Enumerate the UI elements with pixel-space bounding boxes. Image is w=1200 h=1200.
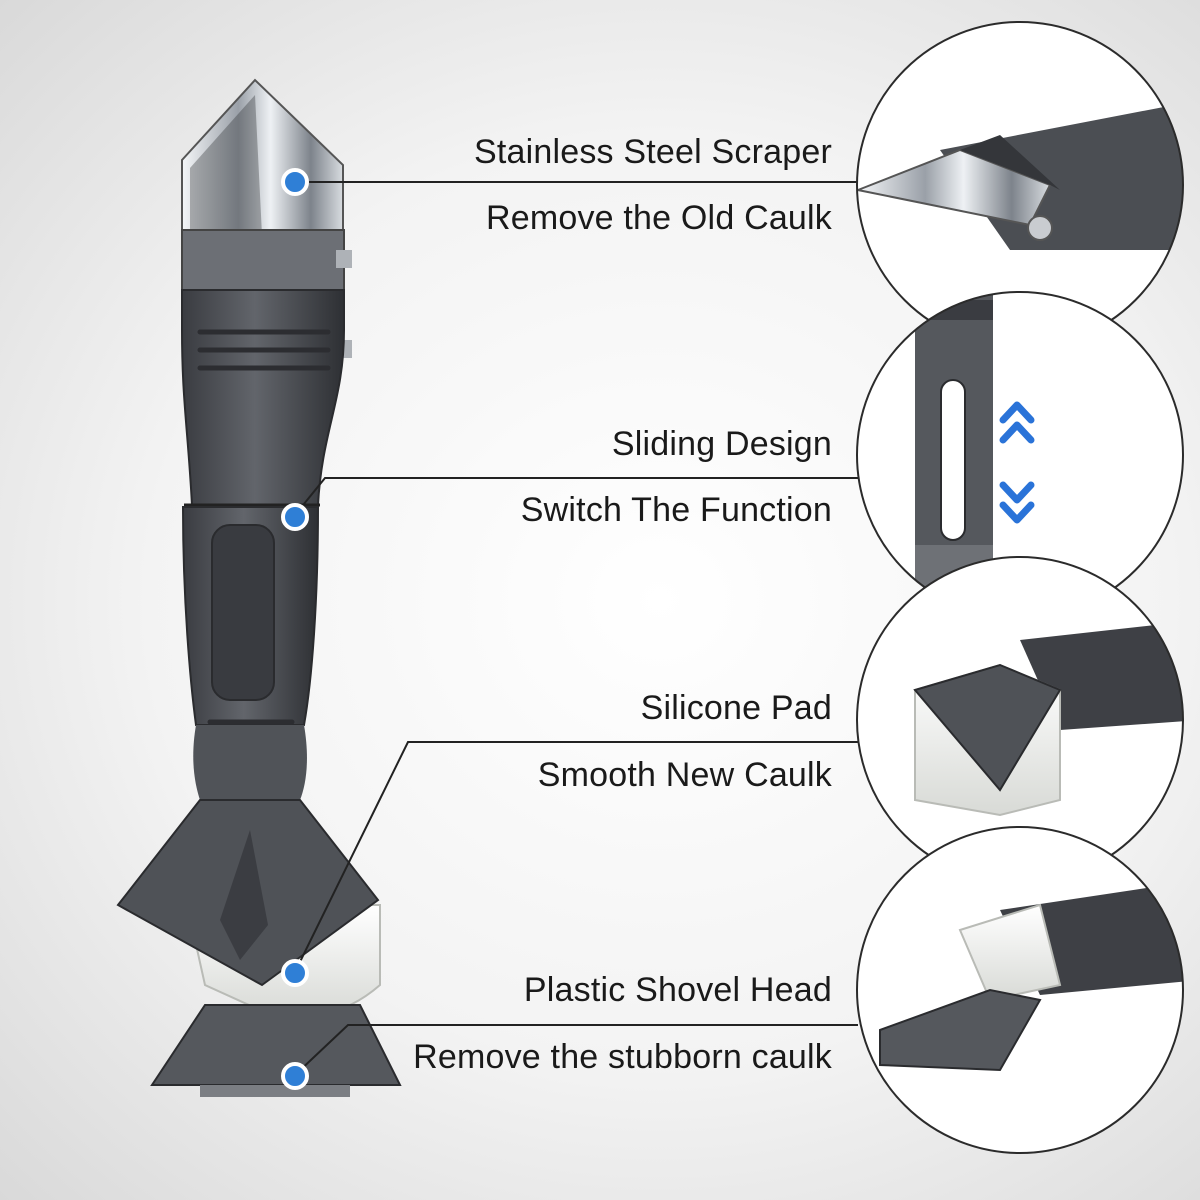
blade-collar bbox=[181, 229, 345, 291]
upper-handle bbox=[181, 289, 345, 506]
feature-subtitle-shovel: Remove the stubborn caulk bbox=[413, 1038, 832, 1076]
detail-circle-shovel bbox=[856, 826, 1184, 1154]
feature-title-sliding: Sliding Design bbox=[611, 425, 832, 463]
feature-subtitle-sliding: Switch The Function bbox=[520, 491, 832, 529]
feature-title-silicone: Silicone Pad bbox=[640, 689, 832, 727]
slide-arrows-icon bbox=[999, 401, 1035, 524]
feature-subtitle-scraper: Remove the Old Caulk bbox=[485, 199, 832, 237]
plastic-shovel-head bbox=[150, 1004, 402, 1086]
caulk-tool bbox=[116, 78, 402, 1097]
detail-circle-scraper bbox=[856, 21, 1184, 349]
feature-subtitle-silicone: Smooth New Caulk bbox=[537, 756, 832, 794]
feature-title-scraper: Stainless Steel Scraper bbox=[474, 133, 832, 171]
marker-dots bbox=[281, 168, 309, 1090]
marker-dot-icon bbox=[281, 959, 309, 987]
marker-dot-icon bbox=[281, 168, 309, 196]
marker-dot-icon bbox=[281, 503, 309, 531]
marker-dot-icon bbox=[281, 1062, 309, 1090]
leader-lines bbox=[294, 181, 858, 1076]
detail-circle-pad bbox=[856, 556, 1184, 884]
steel-scraper-blade bbox=[181, 78, 344, 241]
feature-title-shovel: Plastic Shovel Head bbox=[523, 971, 832, 1009]
